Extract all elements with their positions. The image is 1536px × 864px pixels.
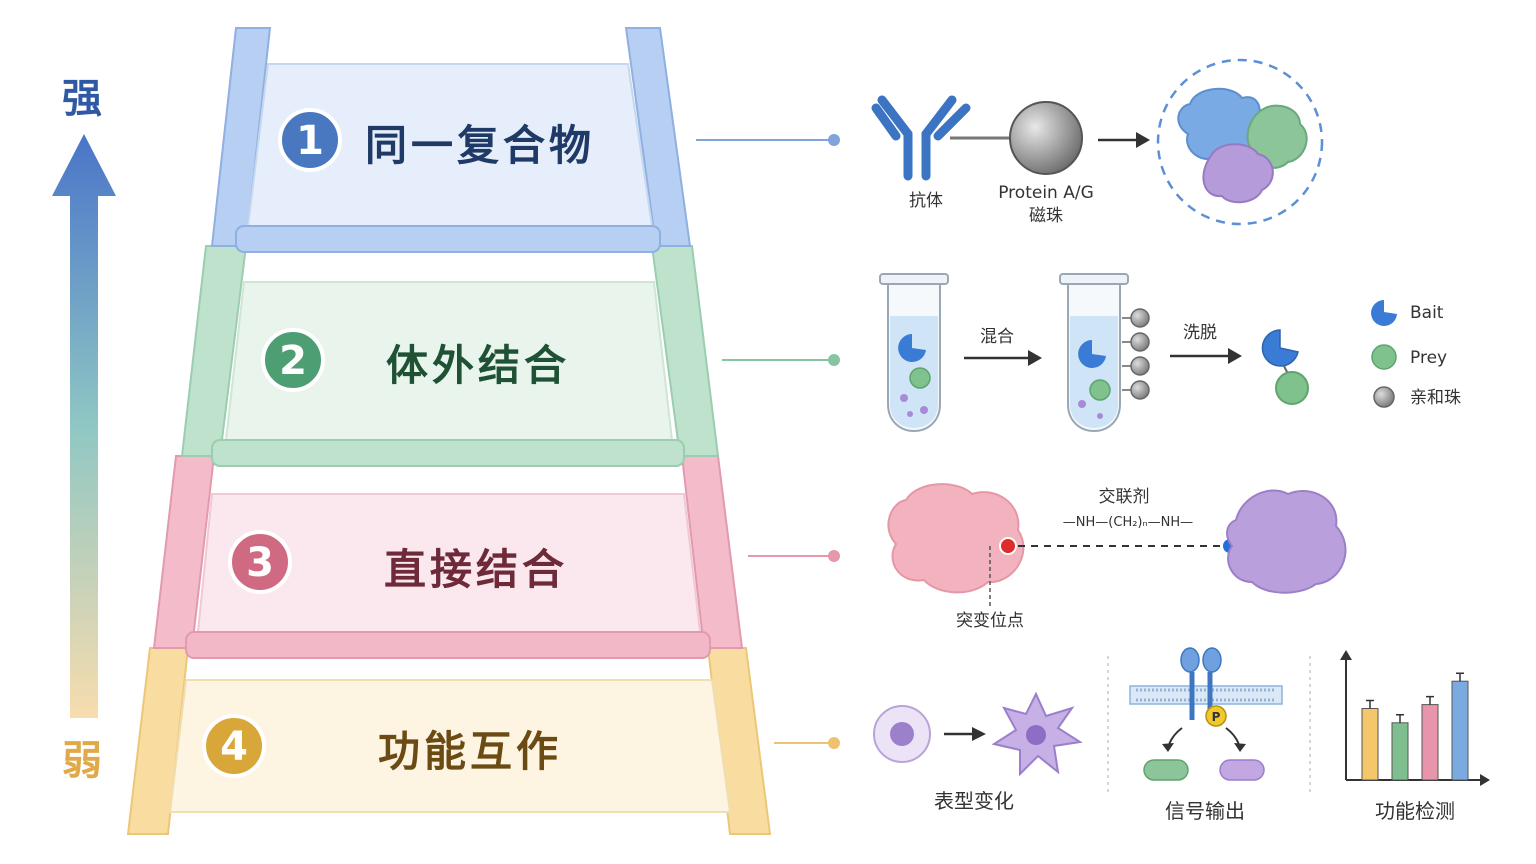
panel-direct-binding: 交联剂 —NH—(CH₂)ₙ—NH— 突变位点 [887, 483, 1347, 631]
protein-ag-bead-icon [1009, 101, 1083, 175]
mutation-label: 突变位点 [956, 611, 1024, 631]
connector-1-dot [828, 134, 840, 146]
assay-y-axis-head [1340, 650, 1352, 660]
receptor-right-head [1202, 647, 1222, 673]
tier-2-title: 体外结合 [386, 341, 570, 390]
tier-2-badge [261, 328, 325, 392]
assay-bar-chart [1340, 650, 1490, 786]
receptor-left-head [1180, 647, 1200, 673]
signal-label: 信号输出 [1165, 799, 1245, 823]
tier-4-title: 功能互作 [378, 727, 562, 776]
legend-prey-icon [1371, 344, 1397, 370]
pulldown-legend: Bait Prey 亲和珠 [1371, 300, 1461, 408]
coip-arrow-head [1136, 132, 1150, 148]
connectors [696, 134, 840, 749]
tier-1: 1 同一复合物 [210, 27, 692, 253]
mix-arrow-head [1028, 350, 1042, 366]
mix-label: 混合 [980, 327, 1014, 347]
tube-before-icon [879, 273, 949, 432]
beads-label-line2: 磁珠 [1029, 206, 1063, 226]
assay-bar-4 [1451, 680, 1469, 781]
strength-scale: 强 弱 [52, 76, 116, 784]
signal-output: P [1129, 647, 1283, 781]
assay-error-bar-2 [1396, 714, 1404, 723]
assay-bar-1 [1361, 708, 1379, 781]
protein-a-blob [887, 483, 1025, 594]
legend-bead-label: 亲和珠 [1410, 388, 1461, 408]
protein-b-blob [1226, 489, 1347, 594]
tier-4-panel [168, 679, 732, 813]
tier-4-badge [202, 714, 266, 778]
antibody-icon [871, 95, 971, 181]
connector-2-dot [828, 354, 840, 366]
elute-arrow-head [1228, 348, 1242, 364]
tier-4-number: 4 [220, 724, 248, 770]
phenotype-arrow-head [972, 727, 986, 741]
elute-label: 洗脱 [1183, 323, 1217, 343]
tier-3-crossbar [185, 631, 711, 659]
antibody-label: 抗体 [909, 191, 943, 211]
effector-green [1143, 759, 1189, 781]
assay-bar-3 [1421, 704, 1439, 781]
tier-1-crossbar [235, 225, 661, 253]
crosslinker-label: 交联剂 [1099, 487, 1150, 507]
tier-3-badge [228, 530, 292, 594]
tier-2: 2 体外结合 [180, 245, 720, 467]
tier-1-number: 1 [296, 118, 324, 164]
assay-label: 功能检测 [1375, 799, 1455, 823]
phospho-icon [1205, 705, 1227, 727]
tier-4: 4 功能互作 [126, 647, 772, 835]
tier-3-title: 直接结合 [384, 545, 568, 594]
signal-arrow-right-head [1234, 743, 1246, 752]
scale-strong-label: 强 [62, 76, 102, 122]
beads-label-line1: Protein A/G [998, 183, 1094, 203]
legend-prey-label: Prey [1410, 348, 1447, 368]
tier-1-badge [278, 108, 342, 172]
panel-coip: 抗体 Protein A/G 磁珠 [871, 58, 1324, 226]
assay-error-bar-1 [1366, 699, 1374, 709]
scale-weak-label: 弱 [62, 738, 102, 784]
phenotype-cells [873, 691, 1083, 777]
tube-after-icon [1059, 273, 1150, 432]
mutation-site-dot [999, 537, 1017, 555]
complex-protein-green [1246, 104, 1308, 169]
assay-x-axis-head [1480, 774, 1490, 786]
connector-4-dot [828, 737, 840, 749]
membrane-lipids [1136, 688, 1276, 702]
panel-functional: 表型变化 P 信号输出 功能检测 [873, 647, 1490, 823]
tier-3: 3 直接结合 [152, 455, 744, 659]
tier-3-number: 3 [246, 540, 274, 586]
connector-3-dot [828, 550, 840, 562]
phenotype-label: 表型变化 [934, 789, 1014, 813]
complex-boundary [1156, 58, 1324, 226]
tier-1-right-rail [624, 27, 692, 247]
legend-bead-icon [1373, 386, 1395, 408]
tier-1-title: 同一复合物 [365, 121, 595, 170]
legend-bait-icon [1371, 300, 1397, 326]
cell-round-nucleus [890, 722, 914, 746]
complex-protein-purple [1202, 143, 1274, 204]
strength-arrow [52, 134, 116, 718]
assay-error-bar-3 [1426, 695, 1434, 705]
legend-bait-label: Bait [1410, 303, 1444, 323]
cell-spiky-nucleus [1026, 725, 1046, 745]
signal-arrow-left-head [1162, 743, 1174, 752]
effector-purple [1219, 759, 1265, 781]
tier-2-number: 2 [279, 338, 307, 384]
eluted-complex-icon [1261, 329, 1309, 405]
crosslinker-formula: —NH—(CH₂)ₙ—NH— [1063, 515, 1193, 530]
assay-error-bar-4 [1456, 672, 1464, 682]
tier-2-crossbar [211, 439, 685, 467]
phospho-label: P [1212, 710, 1221, 724]
assay-bar-2 [1391, 722, 1409, 781]
panel-pulldown: 混合 洗脱 Bait [879, 273, 1461, 432]
